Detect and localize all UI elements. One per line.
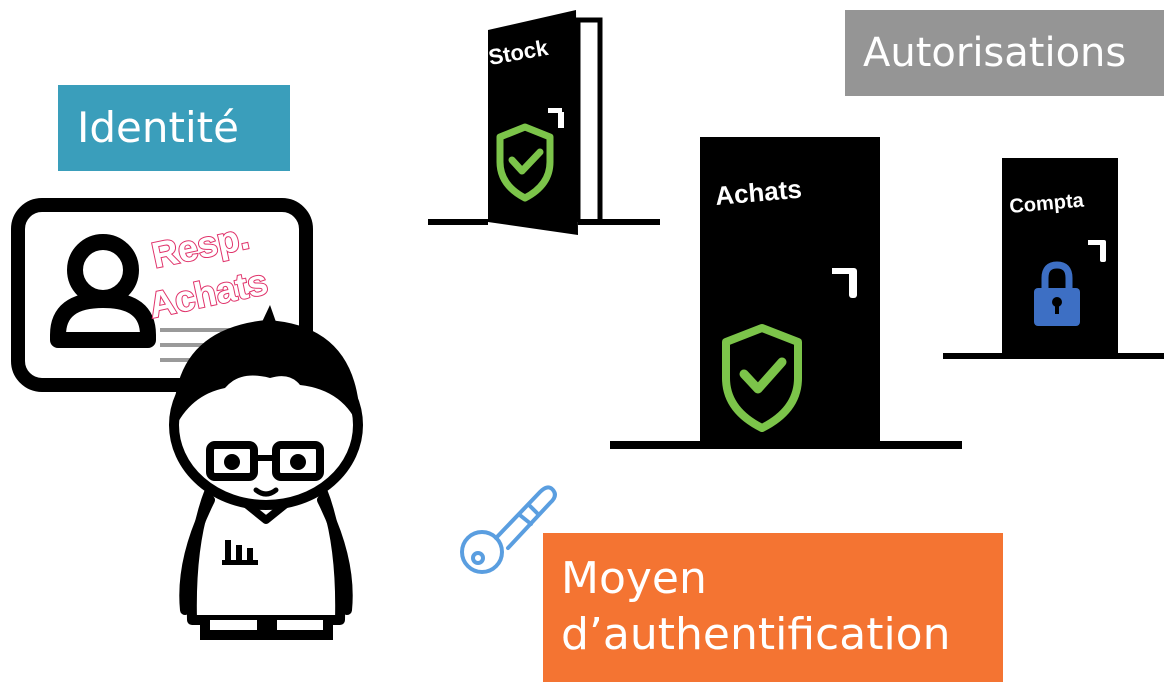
door-achats: Achats (610, 137, 962, 449)
door-handle-icon (1088, 240, 1106, 262)
door-handle-icon (548, 108, 564, 128)
authorizations-label: Autorisations (845, 10, 1164, 96)
id-card: Resp. Achats (11, 198, 313, 392)
character-icon (169, 305, 363, 640)
auth-means-label: Moyen d’authentification (543, 533, 1003, 682)
person-silhouette-icon (50, 234, 156, 348)
identity-label: Identité (58, 85, 290, 171)
pocket-icon (222, 540, 258, 565)
key-icon (460, 485, 557, 574)
shield-check-icon (722, 324, 802, 432)
door-stock: Stock (428, 10, 660, 235)
door-handle-icon (832, 268, 857, 298)
auth-means-line1: Moyen (561, 553, 707, 604)
door-compta: Compta (943, 158, 1164, 359)
shield-check-icon (496, 123, 554, 202)
auth-means-line2: d’authentification (561, 609, 951, 660)
padlock-icon (1034, 261, 1080, 326)
